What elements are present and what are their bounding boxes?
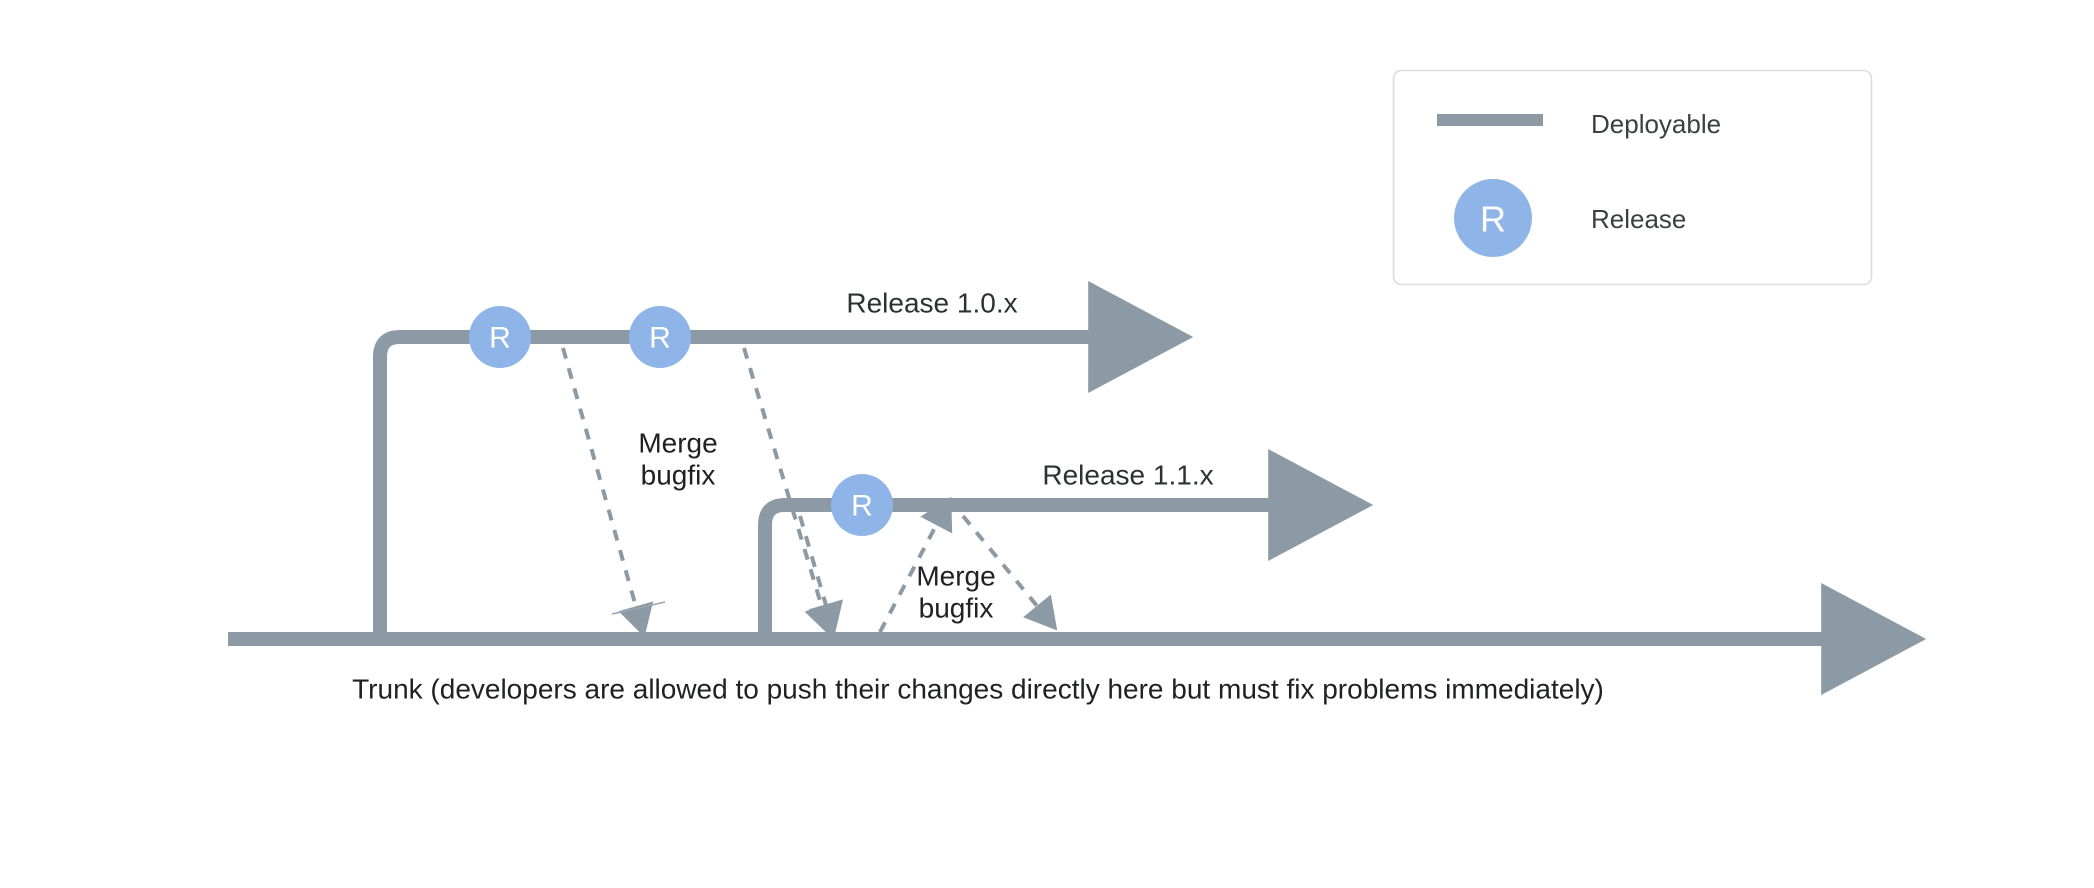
merge-arrows-branch-2 [798,496,1058,636]
release-node-letter: R [649,322,671,355]
merge-label-line-1: Merge [916,561,995,592]
legend-item-deployable: Deployable [1437,109,1721,139]
release-node-3[interactable]: R [831,474,893,536]
release-node-circle[interactable] [469,306,531,368]
merge-label-branch-2: Merge bugfix [916,561,995,624]
legend-panel: Deployable R Release [1392,69,1873,286]
release-node-circle[interactable] [831,474,893,536]
legend-label-deployable: Deployable [1591,109,1721,139]
release-node-circle[interactable] [629,306,691,368]
merge-label-line-1: Merge [638,428,717,459]
legend-node-letter: R [1480,199,1506,240]
merge-arrow-1a-tick [611,601,666,615]
branch-label-release-1-0-x: Release 1.0.x [846,288,1017,319]
trunk-caption: Trunk (developers are allowed to push th… [352,674,1604,705]
branch-release-1-1-x [758,449,1374,639]
branch-2-path [758,449,1374,639]
legend-label-release: Release [1591,204,1686,234]
legend-box [1392,69,1873,286]
merge-arrows-branch-1 [561,347,839,638]
merge-arrow-1a [561,347,654,638]
merge-arrow-2a [798,515,844,636]
merge-label-line-2: bugfix [641,460,716,491]
merge-label-branch-1: Merge bugfix [638,428,717,491]
branch-release-1-0-x [373,281,1194,639]
legend-item-release: R Release [1454,179,1686,257]
merge-arrow-2b-up [878,496,953,633]
release-node-2[interactable]: R [629,306,691,368]
deployable-swatch-icon [1437,114,1543,126]
merge-arrow-1b [742,347,839,637]
release-node-letter: R [851,490,873,523]
branch-label-release-1-1-x: Release 1.1.x [1042,460,1213,491]
release-node-1[interactable]: R [469,306,531,368]
merge-label-line-2: bugfix [919,593,994,624]
release-node-icon [1454,179,1532,257]
release-node-letter: R [489,322,511,355]
branch-1-path [373,281,1194,639]
